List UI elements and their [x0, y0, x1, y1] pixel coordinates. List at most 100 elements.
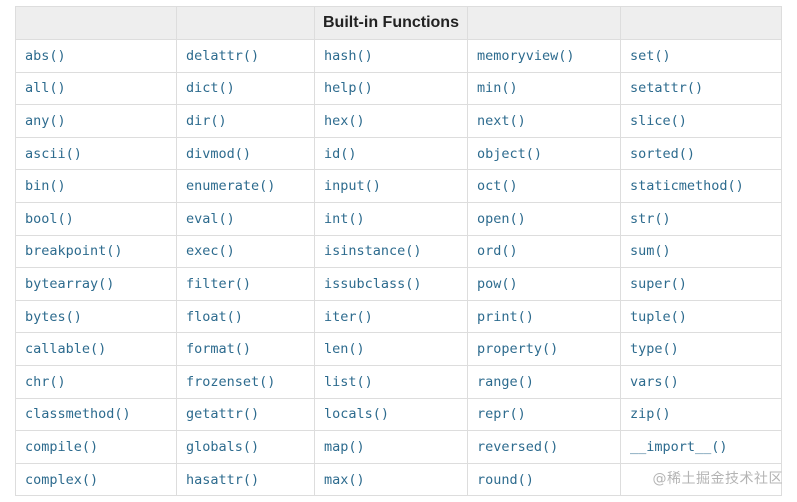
function-link[interactable]: hex() — [324, 112, 365, 129]
function-link[interactable]: vars() — [630, 373, 679, 390]
function-link[interactable]: sum() — [630, 243, 671, 260]
function-link[interactable]: tuple() — [630, 308, 687, 325]
function-link[interactable]: abs() — [25, 47, 66, 64]
function-link[interactable]: print() — [477, 308, 534, 325]
function-link[interactable]: issubclass() — [324, 275, 422, 292]
function-link[interactable]: property() — [477, 341, 559, 358]
function-link[interactable]: callable() — [25, 341, 107, 358]
function-link[interactable]: len() — [324, 341, 365, 358]
function-link[interactable]: repr() — [477, 406, 526, 423]
function-link[interactable]: enumerate() — [186, 178, 276, 195]
table-title: Built-in Functions — [314, 6, 468, 40]
function-link[interactable]: memoryview() — [477, 47, 575, 64]
function-link[interactable]: exec() — [186, 243, 235, 260]
function-link[interactable]: chr() — [25, 373, 66, 390]
table-cell: object() — [467, 136, 621, 171]
table-row: complex() hasattr() max() round() — [15, 462, 782, 497]
function-link[interactable]: str() — [630, 210, 671, 227]
function-link[interactable]: int() — [324, 210, 365, 227]
function-link[interactable]: staticmethod() — [630, 178, 744, 195]
function-link[interactable]: complex() — [25, 471, 99, 488]
function-link[interactable]: min() — [477, 80, 518, 97]
table-row: ascii() divmod() id() object() sorted() — [15, 136, 782, 171]
function-link[interactable]: round() — [477, 471, 534, 488]
function-link[interactable]: divmod() — [186, 145, 252, 162]
function-link[interactable]: object() — [477, 145, 543, 162]
table-cell: next() — [467, 104, 621, 138]
table-cell: dict() — [176, 71, 315, 106]
function-link[interactable]: input() — [324, 178, 381, 195]
function-link[interactable]: pow() — [477, 275, 518, 292]
function-link[interactable]: list() — [324, 373, 373, 390]
function-link[interactable]: iter() — [324, 308, 373, 325]
function-link[interactable]: help() — [324, 80, 373, 97]
function-link[interactable]: range() — [477, 373, 534, 390]
function-link[interactable]: __import__() — [630, 438, 728, 455]
table-cell: float() — [176, 299, 315, 334]
function-link[interactable]: max() — [324, 471, 365, 488]
table-row: chr() frozenset() list() range() vars() — [15, 364, 782, 399]
table-cell: oct() — [467, 169, 621, 203]
function-link[interactable]: id() — [324, 145, 357, 162]
function-link[interactable]: isinstance() — [324, 243, 422, 260]
function-link[interactable]: oct() — [477, 178, 518, 195]
table-row: callable() format() len() property() type() — [15, 332, 782, 366]
table-cell: getattr() — [176, 397, 315, 432]
function-link[interactable]: format() — [186, 341, 252, 358]
table-cell: globals() — [176, 430, 315, 464]
table-cell — [620, 462, 782, 497]
function-link[interactable]: setattr() — [630, 80, 704, 97]
function-link[interactable]: all() — [25, 80, 66, 97]
table-cell: memoryview() — [467, 39, 621, 73]
table-cell: max() — [314, 462, 468, 497]
function-link[interactable]: ascii() — [25, 145, 82, 162]
function-link[interactable]: getattr() — [186, 406, 260, 423]
table-cell: bool() — [15, 201, 177, 236]
function-link[interactable]: set() — [630, 47, 671, 64]
function-link[interactable]: hash() — [324, 47, 373, 64]
function-link[interactable]: delattr() — [186, 47, 260, 64]
function-link[interactable]: next() — [477, 112, 526, 129]
function-link[interactable]: bytes() — [25, 308, 82, 325]
table-cell: issubclass() — [314, 267, 468, 301]
function-link[interactable]: filter() — [186, 275, 252, 292]
function-link[interactable]: locals() — [324, 406, 390, 423]
table-cell: eval() — [176, 201, 315, 236]
table-cell: len() — [314, 332, 468, 366]
table-cell: hash() — [314, 39, 468, 73]
function-link[interactable]: globals() — [186, 438, 260, 455]
table-row: all() dict() help() min() setattr() — [15, 71, 782, 106]
function-link[interactable]: dict() — [186, 80, 235, 97]
function-link[interactable]: hasattr() — [186, 471, 260, 488]
table-cell: print() — [467, 299, 621, 334]
function-link[interactable]: bool() — [25, 210, 74, 227]
function-link[interactable]: super() — [630, 275, 687, 292]
function-link[interactable]: any() — [25, 112, 66, 129]
table-cell: sorted() — [620, 136, 782, 171]
function-link[interactable]: classmethod() — [25, 406, 131, 423]
function-link[interactable]: open() — [477, 210, 526, 227]
function-link[interactable]: reversed() — [477, 438, 559, 455]
function-link[interactable]: frozenset() — [186, 373, 276, 390]
table-cell: list() — [314, 364, 468, 399]
function-link[interactable]: eval() — [186, 210, 235, 227]
table-cell: __import__() — [620, 430, 782, 464]
table-cell: min() — [467, 71, 621, 106]
function-link[interactable]: dir() — [186, 112, 227, 129]
function-link[interactable]: zip() — [630, 406, 671, 423]
table-cell: exec() — [176, 234, 315, 269]
function-link[interactable]: map() — [324, 438, 365, 455]
function-link[interactable]: compile() — [25, 438, 99, 455]
table-cell: zip() — [620, 397, 782, 432]
table-row: bool() eval() int() open() str() — [15, 201, 782, 236]
function-link[interactable]: slice() — [630, 112, 687, 129]
function-link[interactable]: breakpoint() — [25, 243, 123, 260]
function-link[interactable]: type() — [630, 341, 679, 358]
table-cell: ascii() — [15, 136, 177, 171]
function-link[interactable]: bin() — [25, 178, 66, 195]
function-link[interactable]: sorted() — [630, 145, 696, 162]
function-link[interactable]: float() — [186, 308, 243, 325]
function-link[interactable]: bytearray() — [25, 275, 115, 292]
function-link[interactable]: ord() — [477, 243, 518, 260]
